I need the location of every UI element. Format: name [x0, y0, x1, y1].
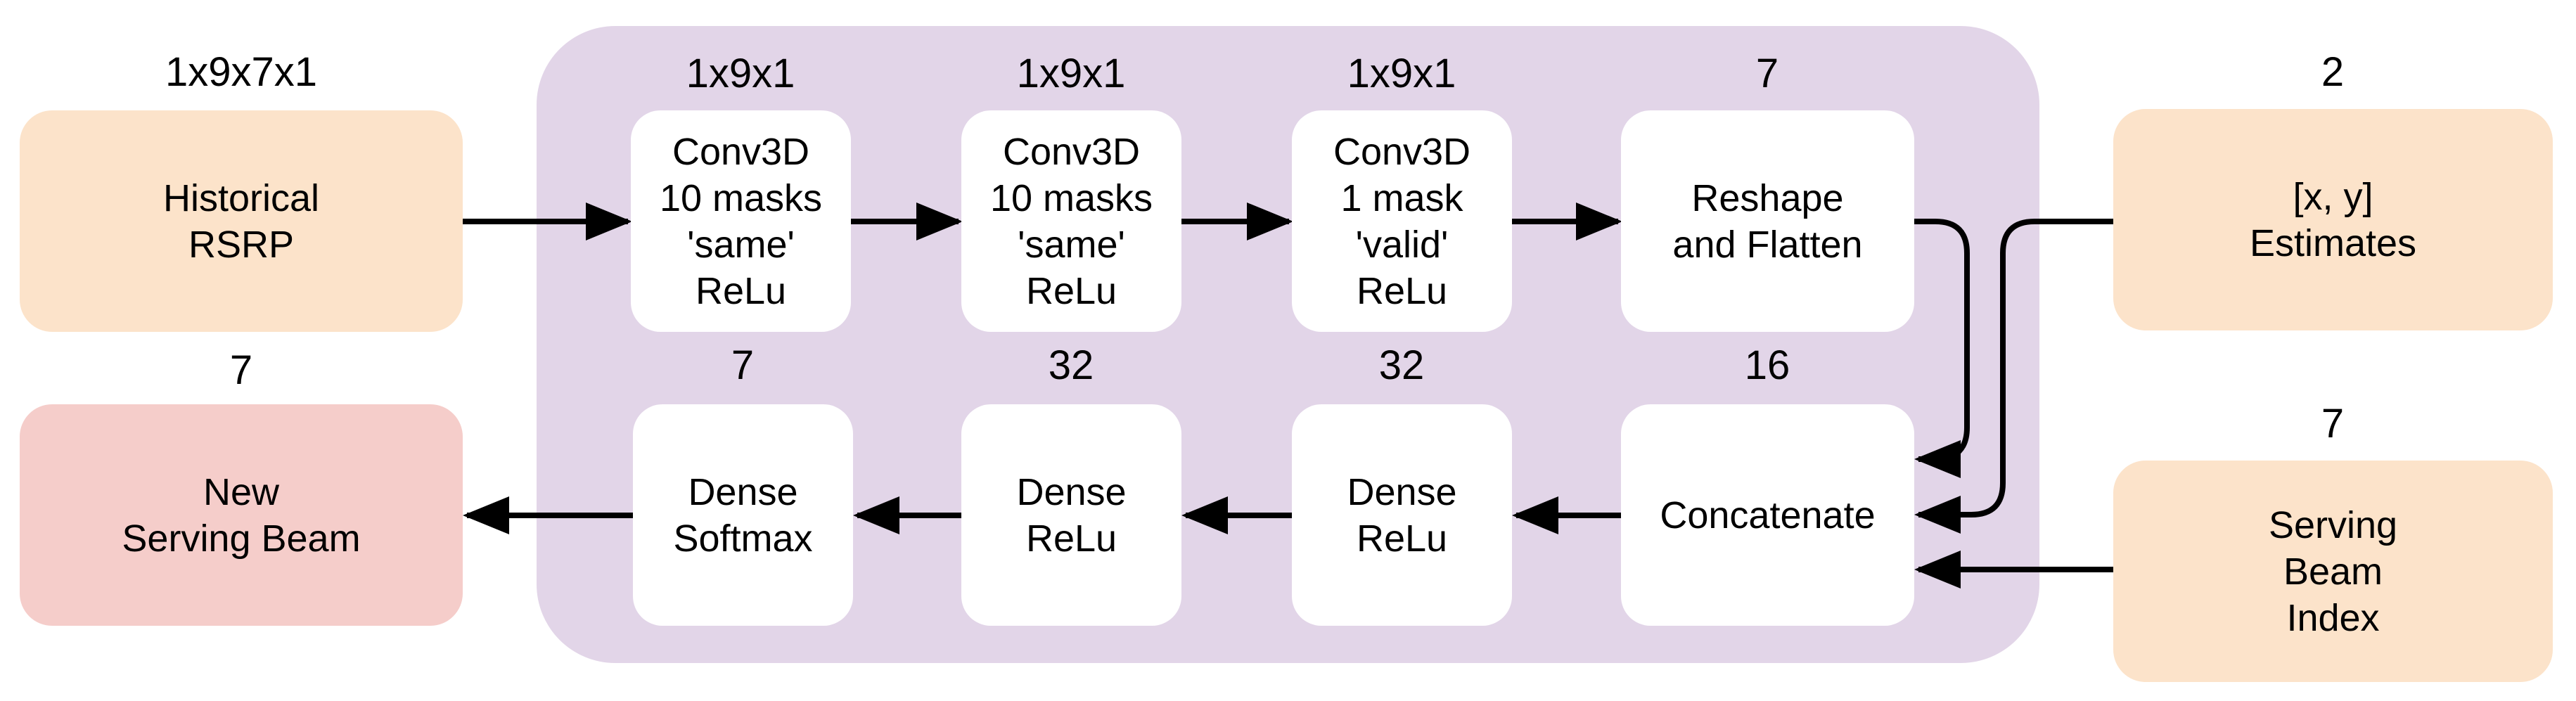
historical-rsrp-label: Historical RSRP — [162, 176, 320, 266]
dense-softmax-label: Dense Softmax — [673, 470, 813, 560]
conv3d-block-1-label: Conv3D 10 masks 'same' ReLu — [659, 130, 823, 312]
conv3d-block-2: Conv3D 10 masks 'same' ReLu — [961, 110, 1181, 332]
reshape-flatten-label: Reshape and Flatten — [1672, 176, 1863, 266]
conv2-dim: 1x9x1 — [1016, 51, 1126, 96]
dense-relu-1-label: Dense ReLu — [1016, 470, 1127, 560]
dense-softmax-block: Dense Softmax — [633, 404, 853, 626]
conv1-dim: 1x9x1 — [686, 51, 795, 96]
arrow-estimates-to-concatenate — [1914, 219, 2113, 534]
concatenate-dim: 16 — [1744, 342, 1790, 388]
dense-softmax-dim: 7 — [731, 342, 755, 388]
dense-relu-2-dim: 32 — [1378, 342, 1425, 388]
new-serving-beam-dim: 7 — [229, 347, 253, 393]
arrow-reshape-to-concatenate — [1914, 219, 1970, 478]
xy-estimates-node: [x, y] Estimates — [2113, 109, 2553, 330]
historical-rsrp-node: Historical RSRP — [20, 110, 463, 332]
dense-relu-block-2: Dense ReLu — [1292, 404, 1512, 626]
new-serving-beam-node: New Serving Beam — [20, 404, 463, 626]
dense-relu-1-dim: 32 — [1048, 342, 1094, 388]
historical-rsrp-dim: 1x9x7x1 — [165, 49, 318, 95]
dense-relu-block-1: Dense ReLu — [961, 404, 1181, 626]
new-serving-beam-label: New Serving Beam — [122, 470, 361, 560]
estimates-dim: 2 — [2321, 49, 2345, 95]
conv3d-block-1: Conv3D 10 masks 'same' ReLu — [631, 110, 851, 332]
xy-estimates-label: [x, y] Estimates — [2249, 175, 2417, 264]
reshape-flatten-block: Reshape and Flatten — [1621, 110, 1914, 332]
conv3d-block-3: Conv3D 1 mask 'valid' ReLu — [1292, 110, 1512, 332]
concatenate-label: Concatenate — [1660, 494, 1876, 536]
conv3-dim: 1x9x1 — [1347, 51, 1456, 96]
serving-beam-index-node: Serving Beam Index — [2113, 461, 2553, 682]
serving-beam-index-dim: 7 — [2321, 401, 2345, 446]
conv3d-block-3-label: Conv3D 1 mask 'valid' ReLu — [1333, 130, 1471, 312]
conv3d-block-2-label: Conv3D 10 masks 'same' ReLu — [989, 130, 1153, 312]
serving-beam-index-label: Serving Beam Index — [2268, 503, 2398, 639]
reshape-dim: 7 — [1755, 51, 1779, 96]
concatenate-block: Concatenate — [1621, 404, 1914, 626]
dense-relu-2-label: Dense ReLu — [1347, 470, 1457, 560]
